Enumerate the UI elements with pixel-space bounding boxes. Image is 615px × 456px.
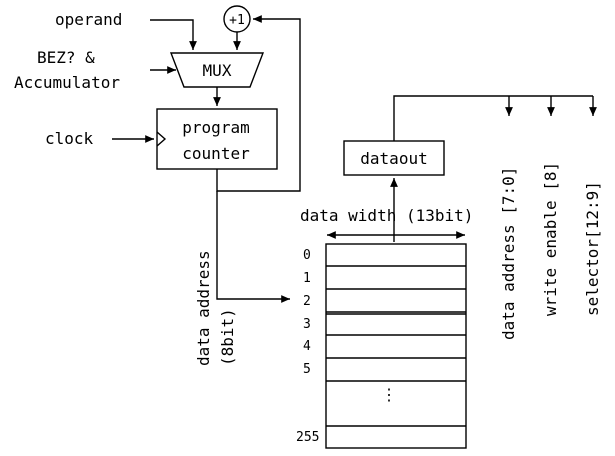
memory-row-label-5: 5	[303, 362, 311, 377]
data-address-label-line2: (8bit)	[218, 308, 237, 366]
mux-shape	[169, 52, 265, 88]
pc-to-memory-wire	[216, 191, 290, 303]
pc-feedback-wire	[216, 15, 301, 192]
memory-row-label-255: 255	[296, 430, 319, 445]
operand-label: operand	[55, 10, 122, 29]
program-counter-label-line2: counter	[182, 144, 250, 163]
dataout-label: dataout	[360, 149, 427, 168]
memory-row-label-4: 4	[303, 339, 311, 354]
mux-label: MUX	[203, 61, 232, 80]
incrementer-label: +1	[229, 13, 245, 28]
bez-label-line1: BEZ? &	[37, 48, 95, 67]
data-address-label-line1: data address	[194, 250, 213, 366]
program-counter-block	[156, 108, 278, 170]
memory-row-label-3: 3	[303, 317, 311, 332]
operand-wire	[150, 19, 197, 50]
program-counter-label-line1: program	[182, 118, 249, 137]
output-selector-label: selector[12:9]	[583, 181, 602, 316]
memory-row-label-2: 2	[303, 294, 311, 309]
clock-input-triangle	[156, 131, 167, 147]
dataout-bus-wire	[393, 95, 593, 141]
data-width-label: data width (13bit)	[300, 206, 473, 225]
accumulator-label: Accumulator	[14, 73, 120, 92]
output-write-enable-label: write enable [8]	[541, 162, 560, 316]
clock-label: clock	[45, 129, 94, 148]
memory-row-label-1: 1	[303, 271, 311, 286]
dataout-block	[343, 140, 445, 176]
memory-row-label-0: 0	[303, 248, 311, 263]
output-data-address-label: data address [7:0]	[499, 167, 518, 340]
memory-array	[325, 243, 467, 449]
memory-ellipsis: ⋮	[381, 385, 397, 404]
